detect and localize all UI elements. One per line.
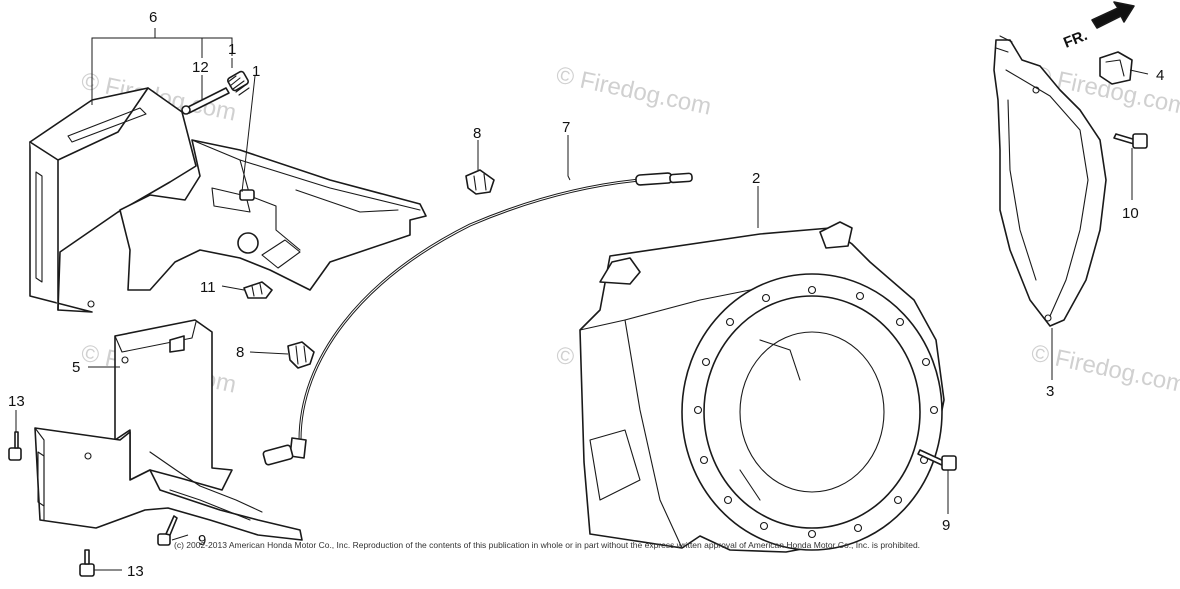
callout-1-grommet: 1 bbox=[252, 63, 260, 80]
direction-label: FR. bbox=[1061, 27, 1090, 52]
callout-1-spring: 1 bbox=[228, 41, 236, 58]
part-2-fan-cover bbox=[579, 221, 945, 553]
callout-7: 7 bbox=[562, 119, 570, 136]
callout-5: 5 bbox=[72, 359, 80, 376]
callout-9-right: 9 bbox=[942, 517, 950, 534]
part-5-lower-cover bbox=[34, 319, 303, 541]
callout-8-lower: 8 bbox=[236, 344, 244, 361]
part-1-grommet bbox=[239, 189, 255, 201]
callout-10: 10 bbox=[1122, 205, 1139, 222]
callout-11: 11 bbox=[200, 279, 216, 296]
direction-arrow-icon bbox=[1091, 1, 1135, 29]
callout-8-upper: 8 bbox=[473, 125, 481, 142]
part-12-screw bbox=[181, 87, 230, 115]
part-6-upper-cover bbox=[29, 87, 427, 313]
part-3-side-shroud bbox=[993, 35, 1107, 327]
part-7-cable bbox=[262, 172, 693, 466]
part-4-clip bbox=[1099, 51, 1133, 85]
part-10-bolt bbox=[1113, 133, 1148, 149]
callout-6: 6 bbox=[149, 9, 157, 26]
part-9-screw-right bbox=[917, 449, 957, 471]
part-8-clip-upper bbox=[465, 169, 495, 195]
copyright-notice: (c) 2002-2013 American Honda Motor Co., … bbox=[174, 540, 920, 550]
part-11-clip bbox=[243, 281, 273, 299]
callouts: 6 12 1 1 8 7 2 4 10 3 11 5 8 13 9 9 13 bbox=[8, 9, 1164, 580]
part-8-clip-lower bbox=[287, 341, 315, 369]
callout-4: 4 bbox=[1156, 67, 1164, 84]
callout-12: 12 bbox=[192, 59, 209, 76]
callout-9-left: 9 bbox=[198, 532, 206, 549]
watermark-2: © Firedog.com bbox=[554, 61, 714, 120]
callout-13-lower: 13 bbox=[127, 563, 144, 580]
fan-cover-bolt-holes bbox=[693, 285, 939, 539]
callout-13-upper: 13 bbox=[8, 393, 25, 410]
front-direction-indicator: FR. bbox=[1061, 1, 1135, 52]
part-13-screw-lower bbox=[79, 549, 95, 577]
callout-2: 2 bbox=[752, 170, 760, 187]
part-1-spring bbox=[227, 70, 250, 96]
leader-lines bbox=[15, 28, 1149, 571]
callout-3: 3 bbox=[1046, 383, 1054, 400]
part-9-screw-left bbox=[157, 515, 178, 546]
part-13-screw-upper bbox=[8, 431, 22, 461]
